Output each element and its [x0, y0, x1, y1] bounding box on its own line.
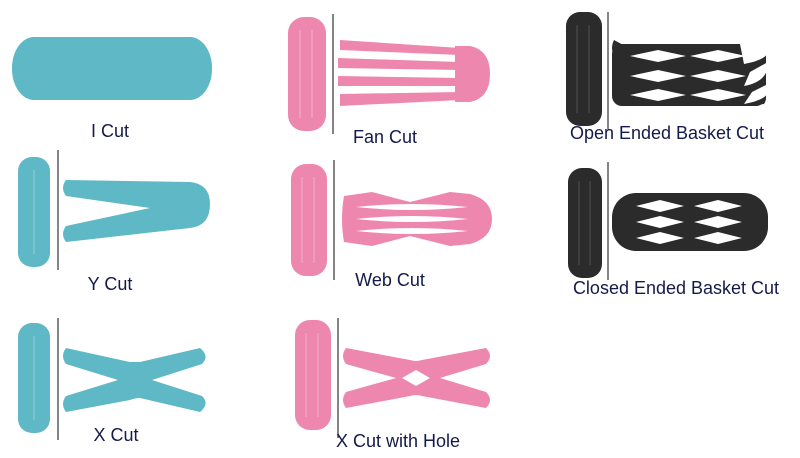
closed-ended-basket-tape — [612, 193, 768, 251]
open-ended-basket-slits — [630, 44, 768, 104]
open-ended-basket-anchor — [566, 12, 602, 126]
label-i-cut: I Cut — [90, 121, 130, 141]
i-cut-tape — [12, 37, 212, 100]
label-fan-cut: Fan Cut — [352, 127, 418, 147]
y-cut-tape — [63, 180, 210, 242]
x-cut-hole — [402, 370, 430, 386]
x-cut-anchor — [18, 323, 50, 433]
web-cut-anchor — [291, 164, 327, 276]
closed-ended-basket-slits — [636, 200, 742, 244]
label-x-cut-with-hole: X Cut with Hole — [335, 431, 461, 451]
label-y-cut: Y Cut — [87, 274, 133, 294]
fan-cut-anchor — [288, 17, 326, 131]
web-cut-slits — [356, 204, 468, 234]
label-web-cut: Web Cut — [355, 270, 425, 290]
x-cut-tape — [63, 348, 206, 412]
y-cut-anchor — [18, 157, 50, 267]
closed-ended-basket-anchor — [568, 168, 602, 278]
x-cut-with-hole-anchor — [295, 320, 331, 430]
label-x-cut: X Cut — [93, 425, 139, 445]
fan-cut-tape — [338, 40, 490, 106]
label-closed-ended-basket-cut: Closed Ended Basket Cut — [572, 278, 780, 298]
label-open-ended-basket-cut: Open Ended Basket Cut — [569, 123, 765, 143]
